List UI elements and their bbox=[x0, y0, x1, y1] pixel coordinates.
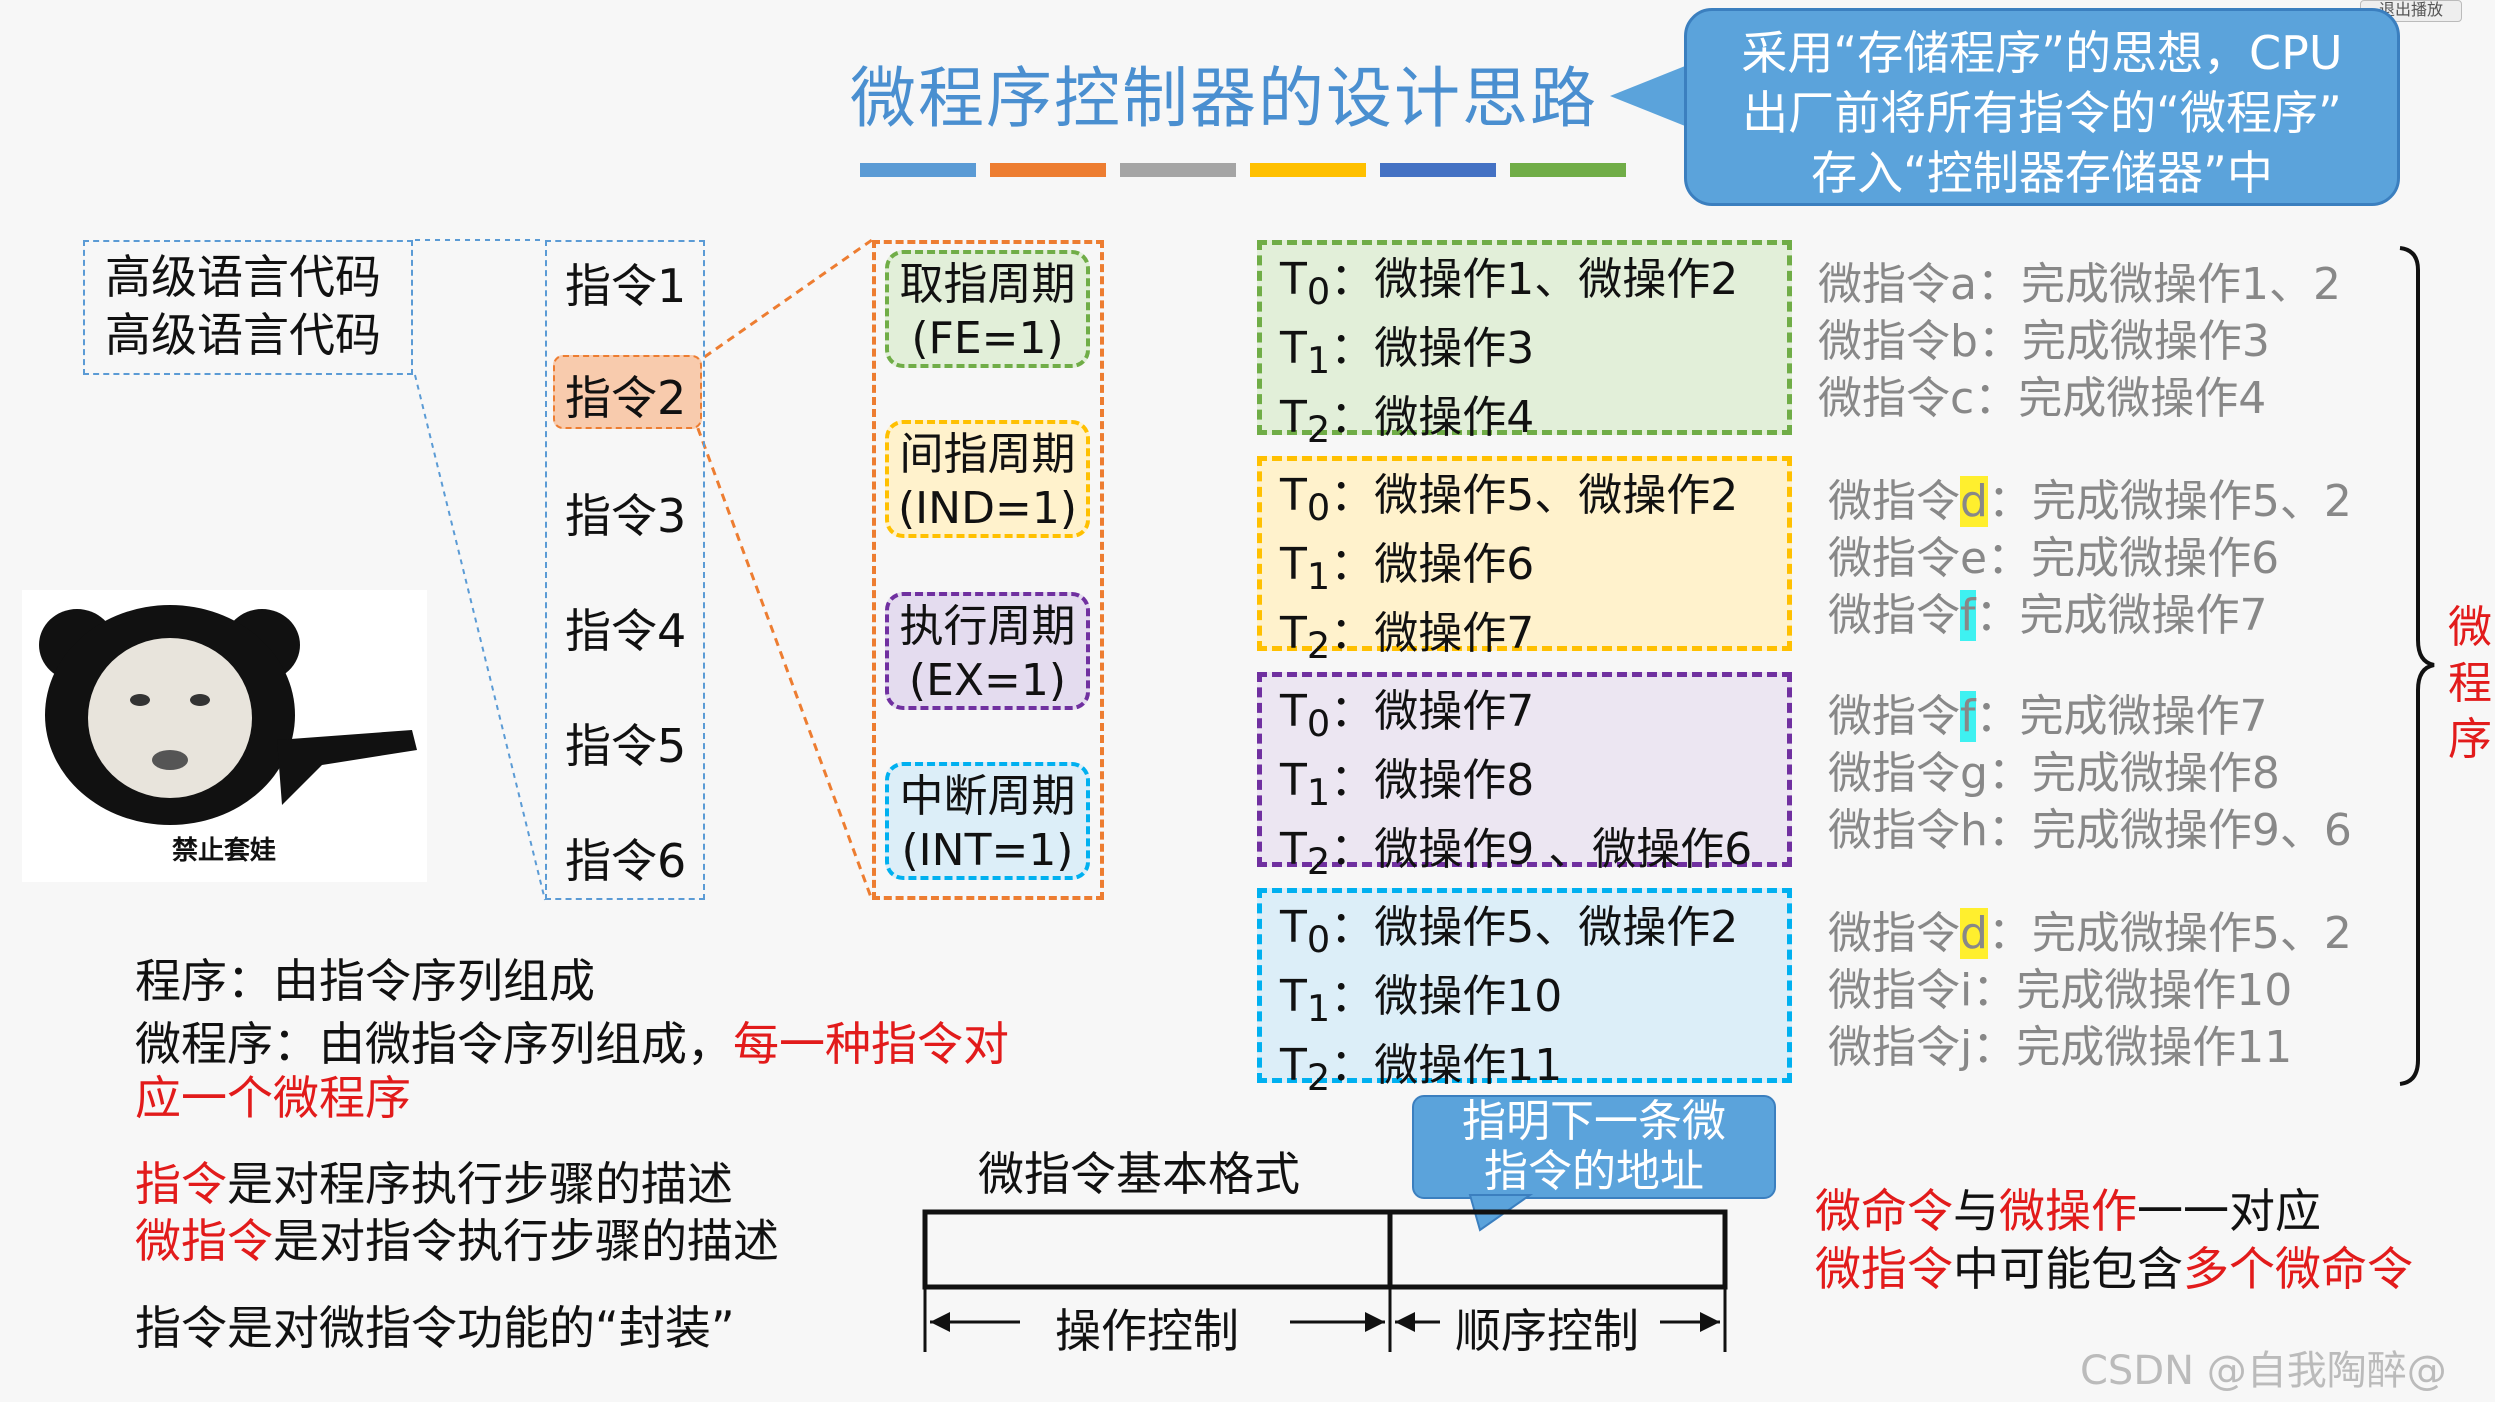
tbox-execute-t1: T1：微操作8 bbox=[1280, 754, 1535, 814]
micro-h: 微指令h：完成微操作9、6 bbox=[1828, 805, 2352, 856]
bubble-line-2: 指令的地址 bbox=[1484, 1146, 1704, 1197]
note-microprogram-2: 应一个微程序 bbox=[135, 1071, 411, 1125]
tbox-interrupt-t0: T0：微操作5、微操作2 bbox=[1280, 902, 1739, 961]
tbox-indirect-t2: T2：微操作7 bbox=[1280, 607, 1535, 667]
storage-callout: 采用“存储程序”的思想，CPU 出厂前将所有指令的“微程序” 存入“控制器存储器… bbox=[1684, 8, 2400, 206]
tbox-interrupt-t2: T2：微操作11 bbox=[1280, 1039, 1563, 1099]
cycle-execute-name: 执行周期 bbox=[899, 601, 1076, 652]
color-bar-4 bbox=[1250, 163, 1366, 177]
micro-d: 微指令d：完成微操作5、2 bbox=[1828, 476, 2352, 527]
color-bar-2 bbox=[990, 163, 1106, 177]
micro-j: 微指令j：完成微操作11 bbox=[1828, 1022, 2293, 1073]
panda-meme-image: 禁止套娃 bbox=[22, 590, 427, 882]
csdn-watermark: CSDN @自我陶醉@ bbox=[2080, 1348, 2447, 1394]
micro-a: 微指令a：完成微操作1、2 bbox=[1818, 259, 2341, 310]
format-seq-control: 顺序控制 bbox=[1455, 1304, 1639, 1358]
instruction-2: 指令2 bbox=[565, 371, 687, 425]
hll-box bbox=[83, 240, 413, 375]
cycle-interrupt-code: (INT=1) bbox=[901, 825, 1074, 876]
right-note-1: 微命令与微操作一一对应 bbox=[1815, 1184, 2321, 1238]
cycle-execute: 执行周期 (EX=1) bbox=[885, 592, 1090, 710]
tbox-interrupt-t1: T1：微操作10 bbox=[1280, 970, 1563, 1030]
callout-line-2: 出厂前将所有指令的“微程序” bbox=[1742, 86, 2342, 140]
micro-g: 微指令g：完成微操作8 bbox=[1828, 748, 2280, 799]
tbox-fetch-t0: T0：微操作1、微操作2 bbox=[1280, 254, 1739, 313]
format-title: 微指令基本格式 bbox=[978, 1147, 1300, 1201]
color-bar-3 bbox=[1120, 163, 1236, 177]
instr2-highlight bbox=[553, 355, 702, 429]
cycle-indirect-name: 间指周期 bbox=[899, 429, 1076, 480]
cycle-fetch: 取指周期 (FE=1) bbox=[885, 250, 1090, 368]
cycle-interrupt-name: 中断周期 bbox=[899, 771, 1076, 822]
tbox-indirect-t1: T1：微操作6 bbox=[1280, 538, 1535, 598]
tbox-execute-t2: T2：微操作9 、微操作6 bbox=[1280, 823, 1753, 883]
microprogram-label: 微 程 序 bbox=[2448, 602, 2492, 765]
micro-c: 微指令c：完成微操作4 bbox=[1818, 373, 2267, 424]
cycles-box bbox=[872, 240, 1104, 900]
tbox-indirect-t0: T0：微操作5、微操作2 bbox=[1280, 470, 1739, 529]
panda-face-icon bbox=[39, 605, 417, 825]
tbox-indirect: T0：微操作5、微操作2 T1：微操作6 T2：微操作7 bbox=[1257, 456, 1792, 666]
instruction-1: 指令1 bbox=[565, 259, 687, 313]
color-bar-1 bbox=[860, 163, 976, 177]
micro-i: 微指令i：完成微操作10 bbox=[1828, 965, 2293, 1016]
cycle-fetch-code: (FE=1) bbox=[911, 313, 1064, 364]
tbox-fetch-t1: T1：微操作3 bbox=[1280, 322, 1535, 382]
hll-line-2: 高级语言代码 bbox=[105, 308, 381, 362]
callout-line-3: 存入“控制器存储器”中 bbox=[1811, 146, 2273, 200]
micro-b: 微指令b：完成微操作3 bbox=[1818, 316, 2270, 367]
note-program: 程序：由指令序列组成 bbox=[135, 954, 595, 1008]
note-micro-desc: 微指令是对指令执行步骤的描述 bbox=[135, 1214, 779, 1268]
cycle-interrupt: 中断周期 (INT=1) bbox=[885, 762, 1090, 880]
micro-d-2: 微指令d：完成微操作5、2 bbox=[1828, 908, 2352, 959]
cycle-fetch-name: 取指周期 bbox=[899, 259, 1076, 310]
color-bar-6 bbox=[1510, 163, 1626, 177]
micro-e: 微指令e：完成微操作6 bbox=[1828, 533, 2280, 584]
note-microprogram: 微程序：由微指令序列组成，每一种指令对 bbox=[135, 1017, 1009, 1071]
micro-f: 微指令f：完成微操作7 bbox=[1828, 590, 2268, 641]
tbox-fetch-t2: T2：微操作4 bbox=[1280, 391, 1535, 451]
micro-f-2: 微指令f：完成微操作7 bbox=[1828, 691, 2268, 742]
instruction-4: 指令4 bbox=[565, 604, 687, 658]
cycle-indirect-code: (IND=1) bbox=[898, 483, 1077, 534]
tbox-execute: T0：微操作7 T1：微操作8 T2：微操作9 、微操作6 bbox=[1257, 672, 1792, 882]
instruction-6: 指令6 bbox=[565, 834, 687, 888]
note-wrap: 指令是对微指令功能的“封装” bbox=[135, 1301, 735, 1355]
note-instr-desc: 指令是对程序执行步骤的描述 bbox=[135, 1157, 733, 1211]
tbox-interrupt: T0：微操作5、微操作2 T1：微操作10 T2：微操作11 bbox=[1257, 888, 1792, 1098]
format-op-control: 操作控制 bbox=[1055, 1304, 1239, 1358]
bubble-line-1: 指明下一条微 bbox=[1462, 1096, 1726, 1147]
cycle-execute-code: (EX=1) bbox=[908, 655, 1067, 706]
color-bar-5 bbox=[1380, 163, 1496, 177]
instruction-list-box bbox=[545, 240, 705, 900]
tbox-execute-t0: T0：微操作7 bbox=[1280, 686, 1535, 745]
format-bubble: 指明下一条微 指令的地址 bbox=[1412, 1095, 1776, 1199]
page-title: 微程序控制器的设计思路 bbox=[850, 60, 1598, 137]
instruction-5: 指令5 bbox=[565, 719, 687, 773]
hll-line-1: 高级语言代码 bbox=[105, 250, 381, 304]
callout-line-1: 采用“存储程序”的思想，CPU bbox=[1741, 26, 2343, 80]
meme-caption: 禁止套娃 bbox=[172, 836, 277, 866]
tbox-fetch: T0：微操作1、微操作2 T1：微操作3 T2：微操作4 bbox=[1257, 240, 1792, 450]
right-note-2: 微指令中可能包含多个微命令 bbox=[1815, 1242, 2413, 1296]
instruction-3: 指令3 bbox=[565, 489, 687, 543]
cycle-indirect: 间指周期 (IND=1) bbox=[885, 420, 1090, 538]
